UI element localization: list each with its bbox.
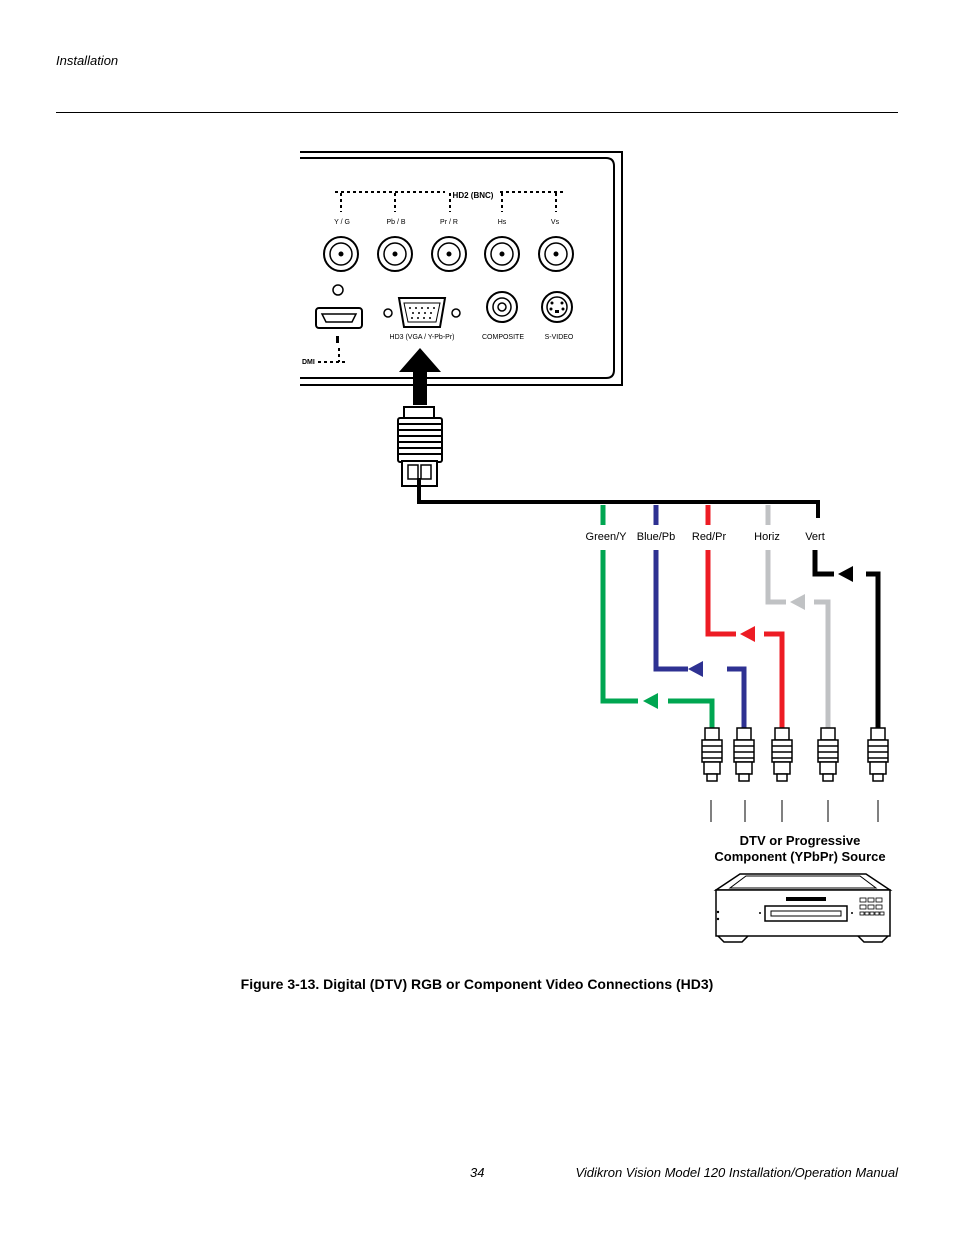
composite-label: COMPOSITE <box>482 334 524 341</box>
vert-cable <box>812 550 881 730</box>
hd2-label: HD2 (BNC) <box>453 191 494 200</box>
red-cable <box>705 550 785 730</box>
bnc-plugs <box>701 727 889 782</box>
cable-label-blue: Blue/Pb <box>637 531 676 543</box>
horiz-cable <box>765 550 831 730</box>
bnc-jacks <box>323 236 574 272</box>
figure-caption: Figure 3-13. Digital (DTV) RGB or Compon… <box>240 976 714 992</box>
insert-arrow <box>399 348 441 405</box>
projector-panel: HD2 (BNC) Y / G Pb / B Pr / R Hs Vs DMI <box>300 151 623 386</box>
source-label-line1: DTV or Progressive <box>740 833 861 848</box>
footer-title: Vidikron Vision Model 120 Installation/O… <box>575 1165 898 1180</box>
svideo-label: S-VIDEO <box>545 334 574 341</box>
section-header: Installation <box>56 53 119 68</box>
bnc-label-y-g: Y / G <box>334 219 350 226</box>
vga-plug <box>397 406 443 487</box>
blue-cable <box>653 550 747 730</box>
source-label-line2: Component (YPbPr) Source <box>714 849 885 864</box>
source-device-icon <box>713 873 893 943</box>
green-cable <box>600 550 715 730</box>
cable-label-red: Red/Pr <box>692 531 727 543</box>
bnc-label-pr-r: Pr / R <box>440 219 458 226</box>
page-number: 34 <box>470 1165 485 1180</box>
cable-label-horiz: Horiz <box>754 531 780 543</box>
hdmi-label: DMI <box>302 359 315 366</box>
cable-label-vert: Vert <box>805 531 825 543</box>
bnc-label-hs: Hs <box>498 219 507 226</box>
hd3-label: HD3 (VGA / Y-Pb-Pr) <box>390 334 455 341</box>
cable-label-green: Green/Y <box>586 531 628 543</box>
bnc-label-vs: Vs <box>551 219 560 226</box>
header-rule <box>56 112 898 113</box>
bnc-label-pb-b: Pb / B <box>386 219 405 226</box>
